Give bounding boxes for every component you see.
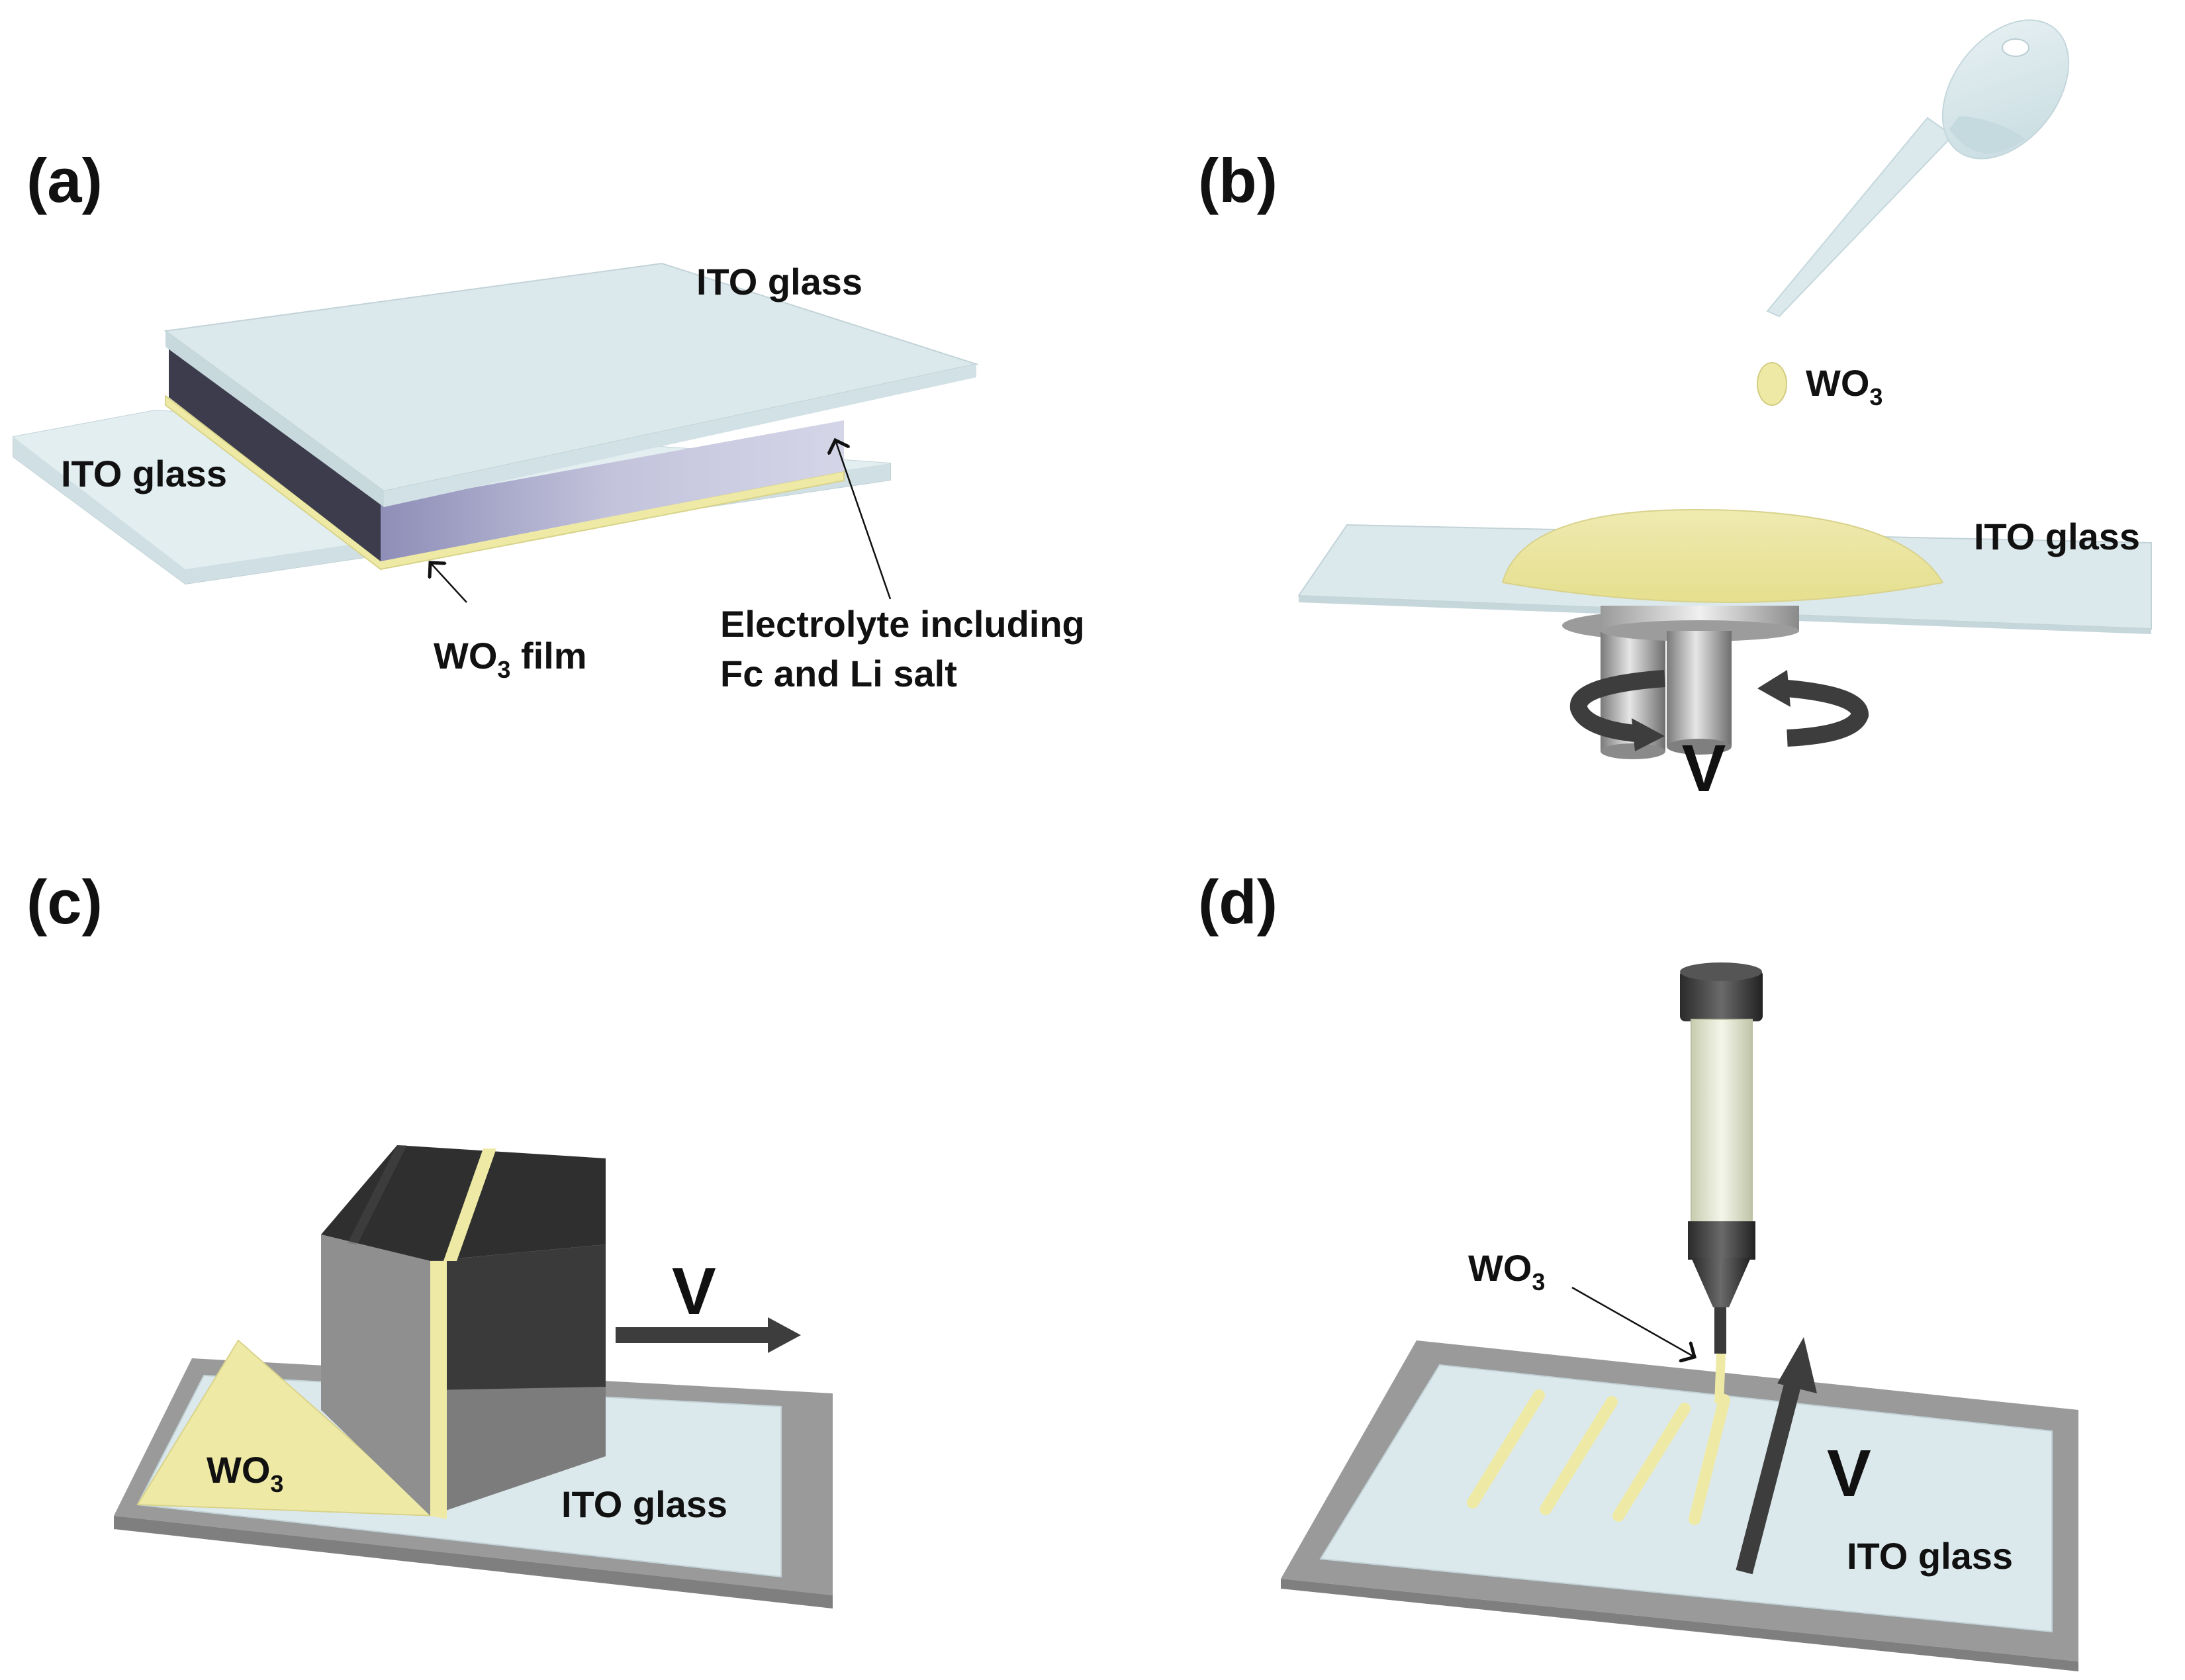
blade-ito-glass-label: ITO glass: [561, 1483, 727, 1525]
blade-wo3-label: WO3: [207, 1449, 283, 1497]
blade-wo3-film: [136, 1339, 439, 1517]
print-ito-glass-label: ITO glass: [1847, 1535, 2013, 1577]
blade-velocity-arrow: [616, 1317, 801, 1353]
blade-velocity-label: V: [672, 1254, 716, 1329]
electrolyte-label-line1: Electrolyte including: [720, 603, 1085, 645]
rotation-arrows: [1569, 670, 1869, 751]
electrolyte-label-line2: Fc and Li salt: [720, 653, 957, 694]
electrolyte-pointer: [835, 440, 892, 600]
wo3-film-pointer: [430, 563, 467, 603]
panel-b: (b) WO3: [1198, 19, 2152, 806]
syringe: [1680, 962, 1763, 1404]
electrolyte-block: [169, 334, 844, 561]
wo3-droplet: [1757, 362, 1787, 406]
doctor-blade: [321, 1145, 606, 1519]
panel-b-label: (b): [1198, 146, 1278, 215]
print-velocity-arrow: [1736, 1337, 1817, 1575]
print-wo3-pointer: [1571, 1286, 1695, 1357]
dropper-icon: [1766, 19, 2070, 318]
panel-a: (a) ITO glass ITO glass WO3 film: [13, 146, 1085, 694]
panel-d: (d): [1198, 867, 2078, 1671]
spin-ito-glass-label: ITO glass: [1974, 516, 2140, 557]
spin-velocity-label: V: [1682, 731, 1726, 806]
print-wo3-label: WO3: [1468, 1247, 1545, 1295]
wo3-droplet-label: WO3: [1806, 362, 1883, 410]
panel-a-label: (a): [26, 146, 103, 215]
spin-chuck-ring: [1601, 606, 1799, 755]
top-ito-glass: [163, 262, 979, 507]
panel-c-label: (c): [26, 867, 103, 937]
bottom-ito-glass-label: ITO glass: [61, 453, 227, 494]
panel-d-label: (d): [1198, 867, 1278, 937]
top-ito-glass-label: ITO glass: [696, 261, 862, 303]
panel-c: (c): [26, 867, 833, 1609]
printed-wo3-lines: [1467, 1389, 1730, 1525]
print-ito-glass: [1319, 1364, 2053, 1633]
print-velocity-label: V: [1827, 1436, 1871, 1511]
wo3-dome: [1501, 508, 1944, 603]
wo3-film-label: WO3 film: [434, 635, 587, 683]
